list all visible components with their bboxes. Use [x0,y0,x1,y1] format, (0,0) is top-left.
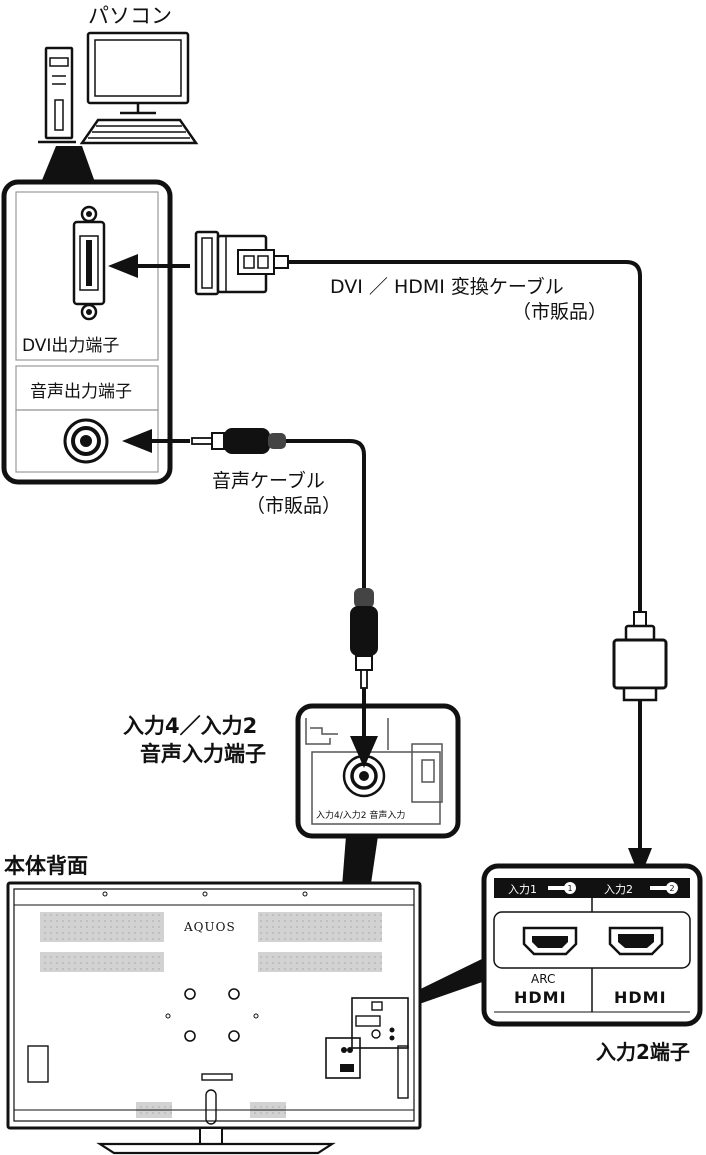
pc-label: パソコン [88,4,172,28]
audio-in-small-label: 入力4/入力2 音声入力 [316,811,406,821]
audio-out-label: 音声出力端子 [30,382,132,402]
hdmi-in2-label: 入力2 [604,883,633,896]
hdmi-plug-icon [612,611,668,702]
tv-brand: AQUOS [184,920,236,934]
rear-label: 本体背面 [4,854,88,878]
hdmi-terminal-box: 1 2 [481,863,703,1027]
hdmi-in1-label: 入力1 [508,883,537,896]
audio-cable-note: （市販品） [246,495,342,517]
dvi-out-label: DVI出力端子 [22,336,120,356]
dvi-cable-label: DVI ／ HDMI 変換ケーブル [330,276,564,298]
audio-in-callout [295,703,461,839]
audio-plug-pc-icon [191,428,286,454]
hdmi-port-2-icon [608,926,664,956]
dvi-port-icon [72,205,106,321]
audio-cable-label: 音声ケーブル [212,470,325,492]
hdmi-logo-2: HDMI [614,988,667,1007]
dvi-cable-note: （市販品） [512,301,608,323]
hdmi-port-label: 入力2端子 [596,1040,690,1064]
tv-stand [96,1127,336,1155]
dvi-plug-icon [194,230,289,296]
audio-plug-tv-icon [350,588,378,689]
hdmi-logo-1: HDMI [514,988,567,1007]
dvi-hdmi-cable [288,260,642,615]
svg-text:1: 1 [567,884,572,893]
audio-in-label-line1: 入力4／入力2 [123,714,258,738]
hdmi-port-1-icon [522,926,578,956]
hdmi-arc-label: ARC [531,972,556,986]
pc-monitor-icon [86,31,190,115]
audio-in-label-line2: 音声入力端子 [140,742,266,766]
audio-out-jack-icon [63,418,109,464]
audio-cable [286,439,366,590]
pc-tower-icon [38,46,76,144]
svg-text:2: 2 [669,884,674,893]
pc-keyboard-icon [79,118,199,145]
tv-back [6,881,422,1130]
